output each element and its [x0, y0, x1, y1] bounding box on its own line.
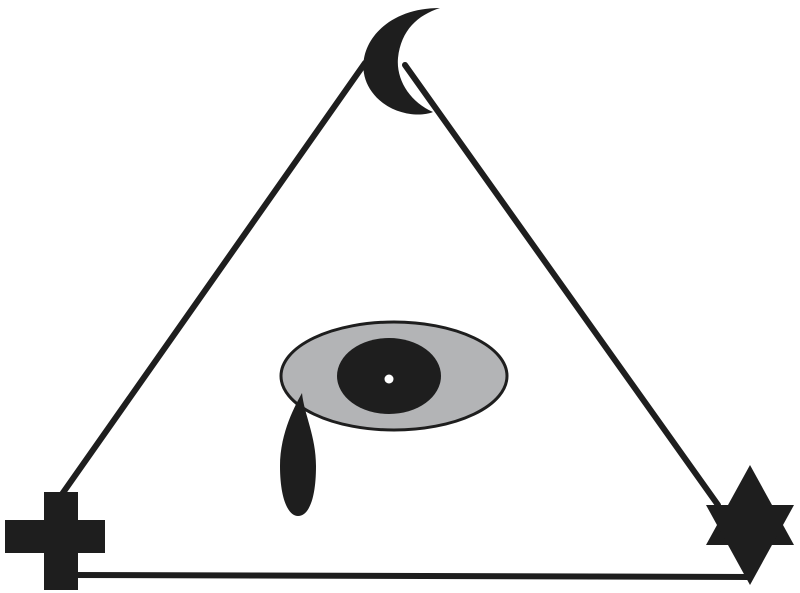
eye-icon [281, 322, 507, 430]
eye-pupil-highlight [385, 375, 394, 384]
triangle-bottom-edge [70, 575, 750, 577]
